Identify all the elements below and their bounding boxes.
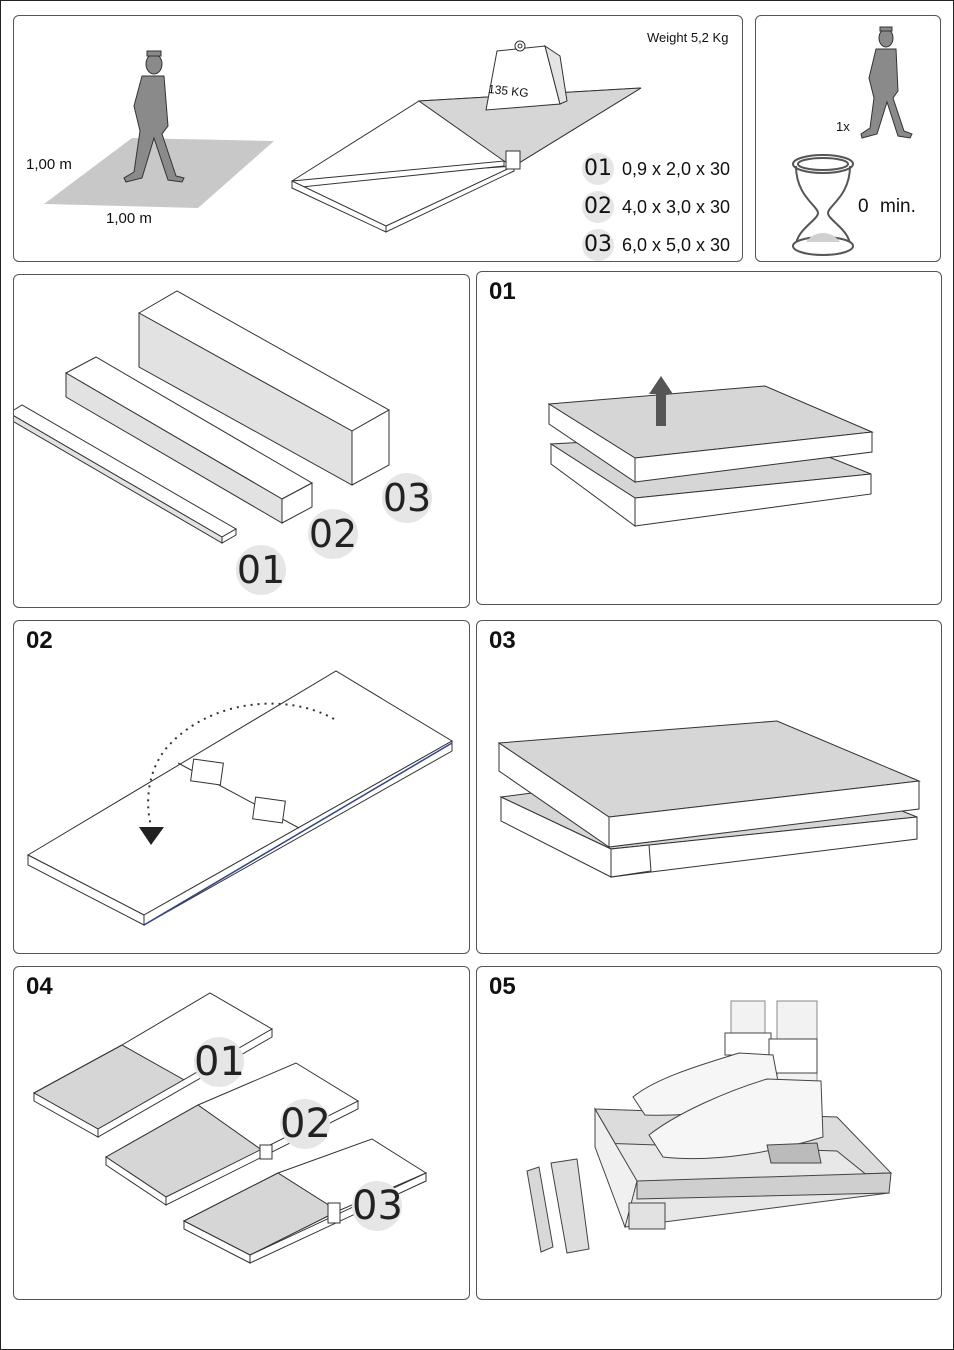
time-unit: min. — [880, 196, 916, 217]
spec-dims: 6,0 x 5,0 x 30 — [622, 234, 731, 255]
fold-arrow-icon — [147, 702, 335, 827]
lift-arrow-icon — [649, 376, 673, 426]
weight-label: Weight 5,2 Kg — [647, 30, 729, 45]
step-number: 05 — [489, 973, 516, 1000]
spec-badge: 02 — [582, 191, 614, 223]
part-badge-03: 03 — [382, 473, 432, 523]
part-badge-01: 01 — [236, 545, 286, 595]
spec-row-02: 02 4,0 x 3,0 x 30 — [582, 191, 730, 223]
step-number: 04 — [26, 973, 53, 1000]
step-04-illustration — [32, 992, 428, 1264]
parts-panel: 01 02 03 — [13, 274, 470, 608]
area-x-label: 1,00 m — [26, 156, 72, 173]
parts-illustration — [14, 290, 391, 544]
person-icon — [123, 50, 185, 183]
person-icon — [860, 26, 913, 139]
block-01 — [14, 404, 238, 544]
ramp-badge-01: 01 — [194, 1037, 245, 1087]
persons-count: 1x — [836, 119, 850, 134]
info-illustration — [44, 40, 642, 233]
requirements-panel: 1x 0 min. — [755, 15, 941, 262]
spec-row-03: 03 6,0 x 5,0 x 30 — [582, 229, 730, 261]
spec-badge: 03 — [582, 229, 614, 261]
block-03 — [137, 290, 391, 486]
part-badge-02: 02 — [308, 509, 358, 559]
floor-area — [44, 138, 274, 208]
step-number: 02 — [26, 627, 53, 654]
spec-dims: 0,9 x 2,0 x 30 — [622, 158, 731, 179]
requirements-illustration — [792, 26, 913, 256]
block-02 — [64, 356, 314, 524]
step-03-panel: 03 — [476, 620, 942, 954]
step-04-panel: 04 01 02 03 — [13, 966, 470, 1300]
spec-dims: 4,0 x 3,0 x 30 — [622, 196, 731, 217]
step-01-illustration — [547, 376, 874, 527]
hinge-icon — [190, 758, 224, 786]
hinge-icon — [252, 796, 286, 824]
hourglass-icon — [792, 154, 854, 256]
spec-badge: 01 — [582, 153, 614, 185]
step-number: 01 — [489, 278, 516, 305]
step-02-panel: 02 — [13, 620, 470, 954]
step-03-illustration — [497, 720, 921, 878]
ramp-badge-02: 02 — [280, 1099, 331, 1149]
step-05-photo — [526, 1000, 893, 1254]
area-y-label: 1,00 m — [106, 210, 152, 227]
step-number: 03 — [489, 627, 516, 654]
spec-row-01: 01 0,9 x 2,0 x 30 — [582, 153, 730, 185]
step-01-panel: 01 — [476, 271, 942, 605]
ramp-badge-03: 03 — [352, 1181, 403, 1231]
time-value: 0 — [858, 196, 869, 217]
step-02-illustration — [26, 670, 453, 926]
step-05-panel: 05 — [476, 966, 942, 1300]
board-load-illustration — [291, 40, 642, 233]
